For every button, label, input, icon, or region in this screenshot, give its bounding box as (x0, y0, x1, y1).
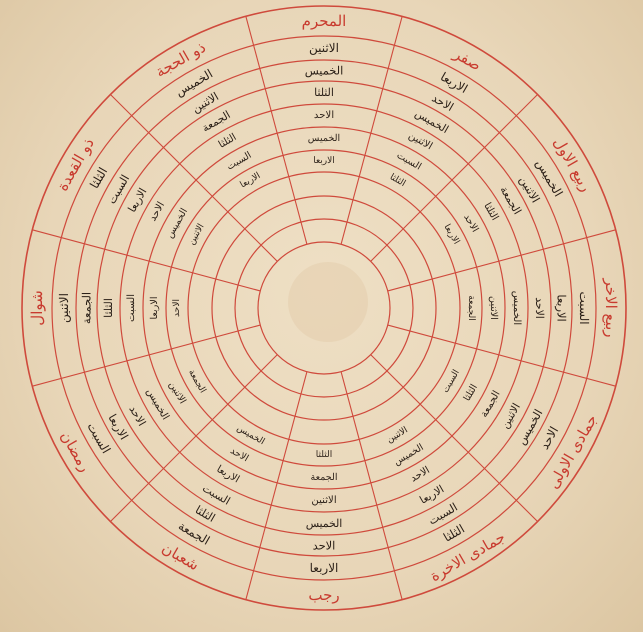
sector-line (387, 229, 616, 292)
day-entry: الثلثا (462, 382, 480, 403)
month-rubric: رجب (308, 586, 339, 604)
day-entry: الخميس (306, 517, 343, 530)
sector-line (370, 354, 538, 522)
day-entry: الجمعة (310, 472, 337, 483)
ring-line (211, 195, 437, 421)
day-entry: الثلثا (193, 502, 218, 525)
day-entry: الاحد (461, 212, 480, 234)
day-entry: الاربعا (438, 70, 470, 97)
day-entry: الاحد (228, 445, 250, 464)
month-rubric: ربيع الاخر (602, 278, 620, 338)
day-entry: السبت (126, 294, 137, 322)
day-entry: الاثنين (189, 89, 221, 115)
sector-line (245, 371, 308, 600)
sector-line (370, 94, 538, 262)
ring-line (234, 218, 414, 398)
day-entry: الجمعة (479, 389, 503, 419)
day-entry: الاحد (409, 465, 432, 485)
day-entry: الاربعا (313, 156, 335, 166)
day-entry: الاربعا (417, 483, 446, 507)
sector-line (340, 371, 403, 600)
day-entry: السبت (104, 172, 132, 206)
day-entry: الاحد (429, 91, 456, 114)
day-entry: الاحد (147, 200, 167, 223)
day-entry: الثلثا (217, 132, 239, 151)
day-entry: الاثنين (57, 293, 71, 323)
concentric-rings (21, 5, 627, 611)
sector-line (245, 16, 308, 245)
month-rubric: رمضان (57, 428, 95, 475)
day-entry: السبت (84, 420, 113, 456)
day-entry: الاثنين (309, 41, 339, 55)
day-entry: الثلثا (388, 172, 407, 189)
day-entry: الخميس (144, 387, 171, 422)
day-entry: الاربعا (555, 294, 569, 321)
day-entry: الاربعا (239, 171, 263, 190)
day-entry: الثلثا (481, 201, 500, 223)
sector-line (387, 324, 616, 387)
sector-line (340, 16, 403, 245)
sector-dividers (32, 16, 616, 600)
day-entry: الاثنين (385, 425, 409, 445)
day-entry: الخميس (308, 133, 340, 144)
day-entry: الاثنين (517, 174, 543, 206)
day-entry: السبت (200, 482, 232, 508)
day-entry: الخميس (305, 64, 344, 78)
sector-line (32, 229, 261, 292)
day-entry: السبت (426, 500, 460, 528)
sector-line (110, 94, 278, 262)
ring-line (165, 149, 483, 467)
day-entry: السبت (577, 291, 591, 324)
day-entry: الاحد (314, 110, 334, 121)
day-entry: الاثنين (311, 495, 336, 506)
center-stain (288, 262, 368, 342)
month-rubric: شوال (28, 290, 46, 325)
month-rubric: شعبان (159, 539, 203, 575)
ring-line (257, 241, 391, 375)
day-entry: الخميس (392, 442, 426, 468)
day-entry: الاربعا (442, 223, 461, 247)
sector-line (32, 324, 261, 387)
day-entry: الجمعة (466, 295, 476, 320)
day-entry: الثلثا (316, 450, 332, 460)
day-entry: الاثنين (488, 296, 499, 320)
day-entry: الاحد (313, 539, 336, 553)
day-entry: الثلثا (102, 298, 115, 318)
day-entry: الجمعة (80, 292, 94, 324)
day-entry: الاربعا (105, 411, 131, 442)
ring-line (142, 126, 506, 490)
day-entry: الجمعة (200, 108, 233, 135)
ring-line (51, 35, 597, 581)
ring-line (96, 80, 552, 536)
day-entry: الخميس (235, 423, 266, 447)
day-entry: الاربعا (149, 297, 160, 320)
day-entry: الثلثا (314, 86, 334, 99)
day-entry: الاحد (172, 299, 182, 317)
ring-line (75, 59, 573, 557)
day-entry: الاحد (533, 297, 546, 319)
month-rubric: المحرم (302, 12, 347, 30)
day-entry: الخميس (164, 206, 190, 240)
day-entry: الاربعا (125, 186, 149, 215)
day-entry: الاثنين (187, 222, 207, 246)
day-entry: الاربعا (310, 561, 339, 575)
day-entry: الجمعة (497, 184, 524, 217)
day-entry: الخميس (511, 291, 522, 325)
sector-line (110, 354, 278, 522)
paper-stain (288, 262, 368, 342)
day-entry: الجمعة (176, 519, 212, 548)
ring-line (21, 5, 627, 611)
day-entry: الاثنين (498, 401, 523, 431)
ring-line (187, 171, 461, 445)
ring-line (119, 103, 529, 513)
